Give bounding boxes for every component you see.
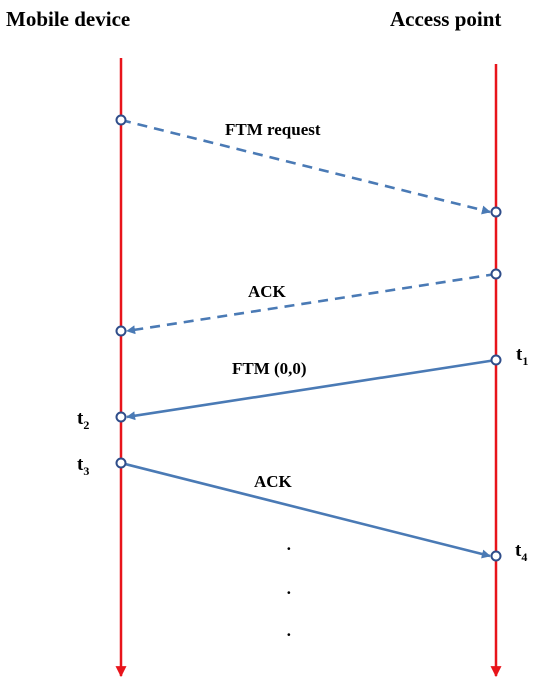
ftm-request-label: FTM request (225, 120, 321, 139)
ftm-00-arrow (126, 358, 497, 421)
continuation-dot-2: · (286, 583, 292, 602)
event-node-t2 (115, 411, 127, 423)
timestamp-t4: t4 (515, 540, 527, 564)
ack-dashed-label: ACK (248, 282, 287, 301)
timestamp-t2: t2 (77, 408, 89, 432)
ack-solid-arrow (120, 461, 491, 559)
ftm-00-label: FTM (0,0) (232, 359, 307, 378)
event-node-t3 (115, 457, 127, 469)
ack-dashed-arrow (126, 272, 497, 335)
event-node-t1 (490, 354, 502, 366)
ack-solid-label: ACK (254, 472, 293, 491)
event-node-mobile-receive-ack (115, 325, 127, 337)
continuation-dot-3: · (286, 625, 292, 644)
timestamp-t3: t3 (77, 454, 89, 478)
ftm-request-arrow (120, 118, 491, 215)
continuation-dot-1: · (286, 539, 292, 558)
event-node-ap-send-ack (490, 268, 502, 280)
mobile-device-header: Mobile device (6, 7, 130, 31)
event-node-t4 (490, 550, 502, 562)
access-point-header: Access point (390, 7, 501, 31)
event-node-mobile-send-request (115, 114, 127, 126)
timestamp-t1: t1 (516, 344, 528, 368)
event-node-ap-receive-request (490, 206, 502, 218)
